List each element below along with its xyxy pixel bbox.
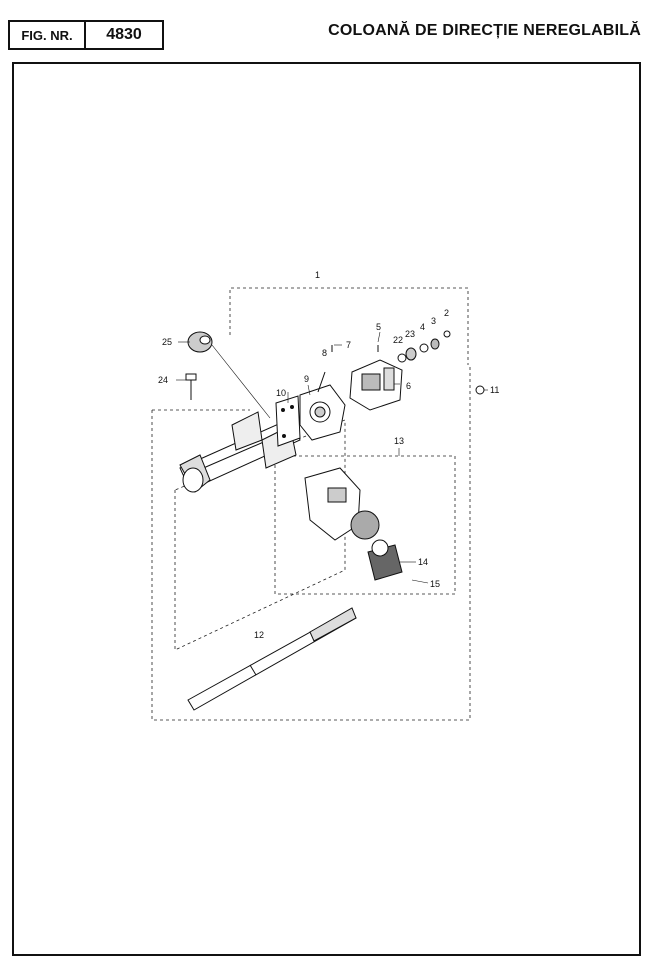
ignition-switch	[367, 539, 403, 581]
lock-housing	[349, 359, 403, 411]
figure-number-label: FIG. NR.	[10, 22, 86, 48]
bolt	[185, 373, 197, 400]
callout-10: 10	[276, 388, 286, 398]
callout-23: 23	[405, 329, 415, 339]
column-tube	[179, 411, 301, 493]
callout-4: 4	[420, 322, 425, 332]
diagram-frame	[12, 62, 641, 956]
callout-11: 11	[490, 385, 499, 395]
callout-8: 8	[322, 348, 327, 358]
rubber-bushing	[187, 331, 213, 353]
callout-24: 24	[158, 375, 168, 385]
callout-1: 1	[315, 270, 320, 280]
callout-5: 5	[376, 322, 381, 332]
callout-25: 25	[162, 337, 172, 347]
callout-12: 12	[254, 630, 264, 640]
callout-7: 7	[346, 340, 351, 350]
figure-number-value: 4830	[106, 26, 142, 43]
bracket-plate	[275, 395, 301, 447]
callout-2: 2	[444, 308, 449, 318]
callout-13: 13	[394, 436, 404, 446]
callout-labels: 1 2 3 4 5 6 7 8 9 10 11 12 13 14 15 22 2…	[158, 270, 499, 640]
callout-14: 14	[418, 557, 428, 567]
page-title: COLOANĂ DE DIRECȚIE NEREGLABILĂ	[328, 22, 641, 39]
figure-number-box: FIG. NR. 4830	[8, 20, 164, 50]
callout-15: 15	[430, 579, 440, 589]
callout-22: 22	[393, 335, 403, 345]
callout-3: 3	[431, 316, 436, 326]
callout-9: 9	[304, 374, 309, 384]
leader-lines	[176, 331, 488, 584]
small-parts	[317, 330, 485, 395]
ignition-lock	[304, 467, 380, 541]
callout-6: 6	[406, 381, 411, 391]
upper-housing	[299, 384, 346, 441]
steering-shaft	[187, 607, 357, 711]
